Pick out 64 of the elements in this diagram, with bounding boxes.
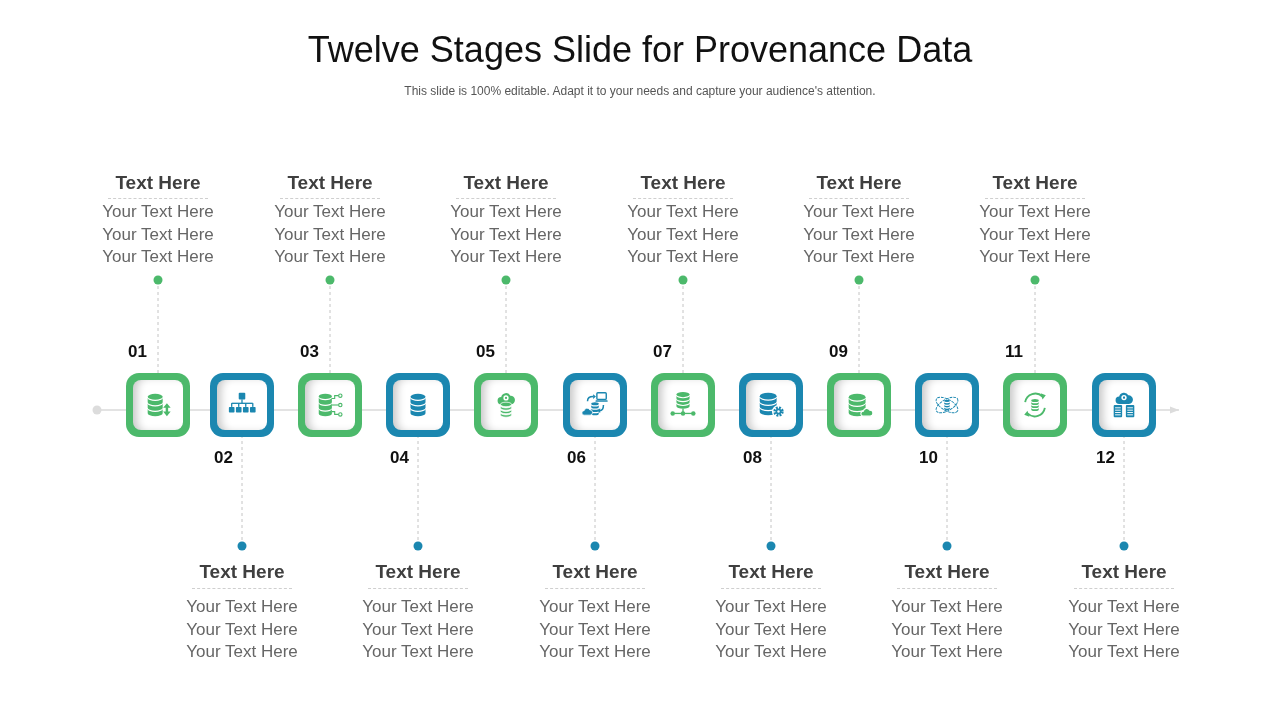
stage-tile bbox=[474, 373, 538, 437]
body-text: Your Text Here Your Text Here Your Text Here bbox=[1067, 596, 1181, 663]
heading: Text Here bbox=[552, 561, 638, 583]
stage-tile bbox=[651, 373, 715, 437]
leader-line bbox=[1119, 436, 1129, 551]
heading: Text Here bbox=[992, 172, 1078, 194]
stage-tile bbox=[563, 373, 627, 437]
body-text: Your Text Here Your Text Here Your Text Here bbox=[449, 201, 563, 268]
heading: Text Here bbox=[463, 172, 549, 194]
stage-tile bbox=[915, 373, 979, 437]
heading: Text Here bbox=[816, 172, 902, 194]
step-number: 11 bbox=[1005, 342, 1023, 362]
body-text: Your Text Here Your Text Here Your Text Here bbox=[978, 201, 1092, 268]
step-number: 10 bbox=[919, 448, 938, 468]
stage-tile bbox=[210, 373, 274, 437]
timeline-arrow bbox=[1155, 406, 1180, 414]
body-text: Your Text Here Your Text Here Your Text Here bbox=[626, 201, 740, 268]
heading: Text Here bbox=[375, 561, 461, 583]
stage-tile bbox=[1092, 373, 1156, 437]
heading: Text Here bbox=[904, 561, 990, 583]
body-text: Your Text Here Your Text Here Your Text Here bbox=[802, 201, 916, 268]
step-number: 08 bbox=[743, 448, 762, 468]
heading: Text Here bbox=[728, 561, 814, 583]
leader-line bbox=[766, 436, 776, 551]
step-number: 02 bbox=[214, 448, 233, 468]
leader-line bbox=[1030, 275, 1040, 374]
stage-tile bbox=[827, 373, 891, 437]
step-number: 03 bbox=[300, 342, 319, 362]
heading: Text Here bbox=[640, 172, 726, 194]
step-number: 09 bbox=[829, 342, 848, 362]
leader-line bbox=[237, 436, 247, 551]
heading: Text Here bbox=[287, 172, 373, 194]
leader-line bbox=[854, 275, 864, 374]
heading: Text Here bbox=[199, 561, 285, 583]
title: Twelve Stages Slide for Provenance Data bbox=[307, 28, 973, 72]
leader-line bbox=[590, 436, 600, 551]
body-text: Your Text Here Your Text Here Your Text Here bbox=[714, 596, 828, 663]
body-text: Your Text Here Your Text Here Your Text Here bbox=[101, 201, 215, 268]
stage-tile bbox=[386, 373, 450, 437]
step-number: 01 bbox=[128, 342, 147, 362]
step-number: 04 bbox=[390, 448, 409, 468]
body-text: Your Text Here Your Text Here Your Text Here bbox=[273, 201, 387, 268]
body-text: Your Text Here Your Text Here Your Text Here bbox=[361, 596, 475, 663]
leader-line bbox=[153, 275, 163, 374]
heading: Text Here bbox=[1081, 561, 1167, 583]
body-text: Your Text Here Your Text Here Your Text Here bbox=[890, 596, 1004, 663]
step-number: 07 bbox=[653, 342, 672, 362]
leader-line bbox=[678, 275, 688, 374]
stage-tile bbox=[1003, 373, 1067, 437]
heading: Text Here bbox=[115, 172, 201, 194]
stage-tile bbox=[739, 373, 803, 437]
timeline-line bbox=[92, 405, 127, 415]
stage-tile bbox=[298, 373, 362, 437]
leader-line bbox=[942, 436, 952, 551]
step-number: 12 bbox=[1096, 448, 1115, 468]
step-number: 06 bbox=[567, 448, 586, 468]
stage-tile bbox=[126, 373, 190, 437]
leader-line bbox=[325, 275, 335, 374]
body-text: Your Text Here Your Text Here Your Text Here bbox=[538, 596, 652, 663]
leader-line bbox=[501, 275, 511, 374]
body-text: Your Text Here Your Text Here Your Text Here bbox=[185, 596, 299, 663]
step-number: 05 bbox=[476, 342, 495, 362]
leader-line bbox=[413, 436, 423, 551]
subtitle: This slide is 100% editable. Adapt it to your needs and capture your audience's attention. bbox=[404, 83, 876, 99]
